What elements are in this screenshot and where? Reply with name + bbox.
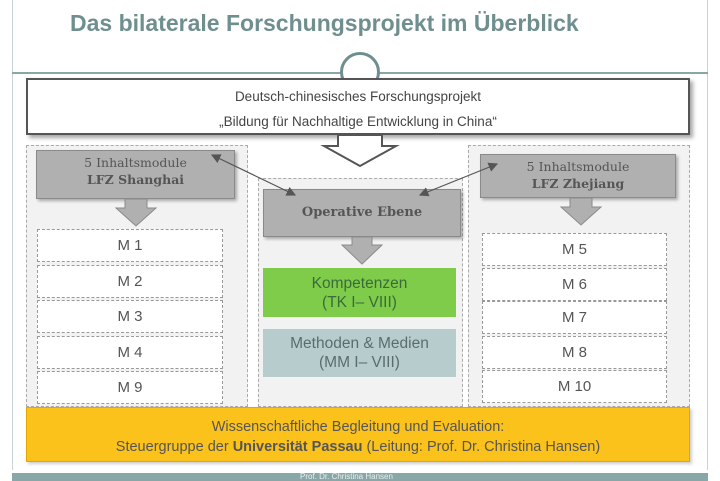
header-down-arrow <box>320 134 400 168</box>
evaluation-line2-prefix: Steuergruppe der <box>115 439 233 455</box>
module-m10: M 10 <box>482 370 667 403</box>
competences-box: Kompetenzen (TK I– VIII) <box>263 268 456 317</box>
left-module-header-line1: 5 Inhaltsmodule <box>84 155 187 170</box>
module-m1: M 1 <box>37 229 223 262</box>
right-module-header: 5 Inhaltsmodule LFZ Zhejiang <box>480 154 676 198</box>
module-m4: M 4 <box>37 336 223 369</box>
evaluation-line1: Wissenschaftliche Begleitung und Evaluat… <box>211 419 505 435</box>
evaluation-line2: Steuergruppe der Universität Passau (Lei… <box>27 439 689 455</box>
left-operative-link-arrow <box>210 154 297 196</box>
left-module-header: 5 Inhaltsmodule LFZ Shanghai <box>36 150 235 199</box>
methods-media-range: (MM I– VIII) <box>319 354 400 371</box>
right-module-header-line1: 5 Inhaltsmodule <box>526 159 630 174</box>
module-m5: M 5 <box>482 233 667 266</box>
bottom-bar <box>12 473 708 481</box>
module-m8: M 8 <box>482 336 667 369</box>
module-m6: M 6 <box>482 268 667 301</box>
right-module-header-line2: LFZ Zhejiang <box>531 176 625 191</box>
project-header-box: Deutsch-chinesisches Forschungsprojekt „… <box>26 78 690 135</box>
frame-left-edge <box>12 0 13 470</box>
project-header-line2: „Bildung für Nachhaltige Entwicklung in … <box>219 114 497 129</box>
methods-media-box: Methoden & Medien (MM I– VIII) <box>263 329 456 377</box>
right-operative-link-arrow <box>418 162 499 197</box>
module-m3: M 3 <box>37 300 223 333</box>
university-name: Universität Passau <box>232 439 363 455</box>
methods-media-title: Methoden & Medien <box>290 335 429 352</box>
evaluation-box: Wissenschaftliche Begleitung und Evaluat… <box>26 407 690 462</box>
module-m7: M 7 <box>482 301 667 334</box>
module-m2: M 2 <box>37 265 223 298</box>
project-header-line1: Deutsch-chinesisches Forschungsprojekt <box>234 89 482 104</box>
module-m9: M 9 <box>37 371 223 404</box>
left-module-header-line2: LFZ Shanghai <box>86 172 185 187</box>
competences-range: (TK I– VIII) <box>322 294 397 311</box>
center-down-arrow <box>340 236 384 265</box>
operative-level-box: Operative Ebene <box>263 189 461 237</box>
evaluation-line2-suffix: (Leitung: Prof. Dr. Christina Hansen) <box>362 439 601 455</box>
competences-title: Kompetenzen <box>311 275 408 292</box>
right-down-arrow <box>559 197 603 226</box>
frame-right-edge <box>707 0 708 470</box>
slide-title: Das bilaterale Forschungsprojekt im Über… <box>70 10 579 36</box>
footer-author: Prof. Dr. Christina Hansen <box>300 472 393 481</box>
left-down-arrow <box>114 198 158 227</box>
